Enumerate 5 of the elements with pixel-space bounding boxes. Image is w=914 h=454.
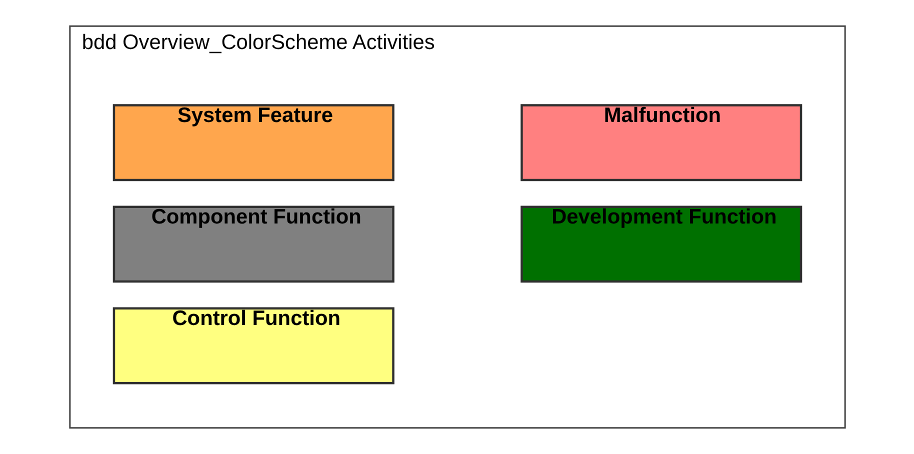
node-box: System Feature — [112, 104, 394, 182]
node-box: Control Function — [112, 307, 394, 384]
node-box: Malfunction — [520, 104, 802, 182]
node-box: Development Function — [520, 206, 802, 283]
node-box: Component Function — [112, 206, 394, 283]
